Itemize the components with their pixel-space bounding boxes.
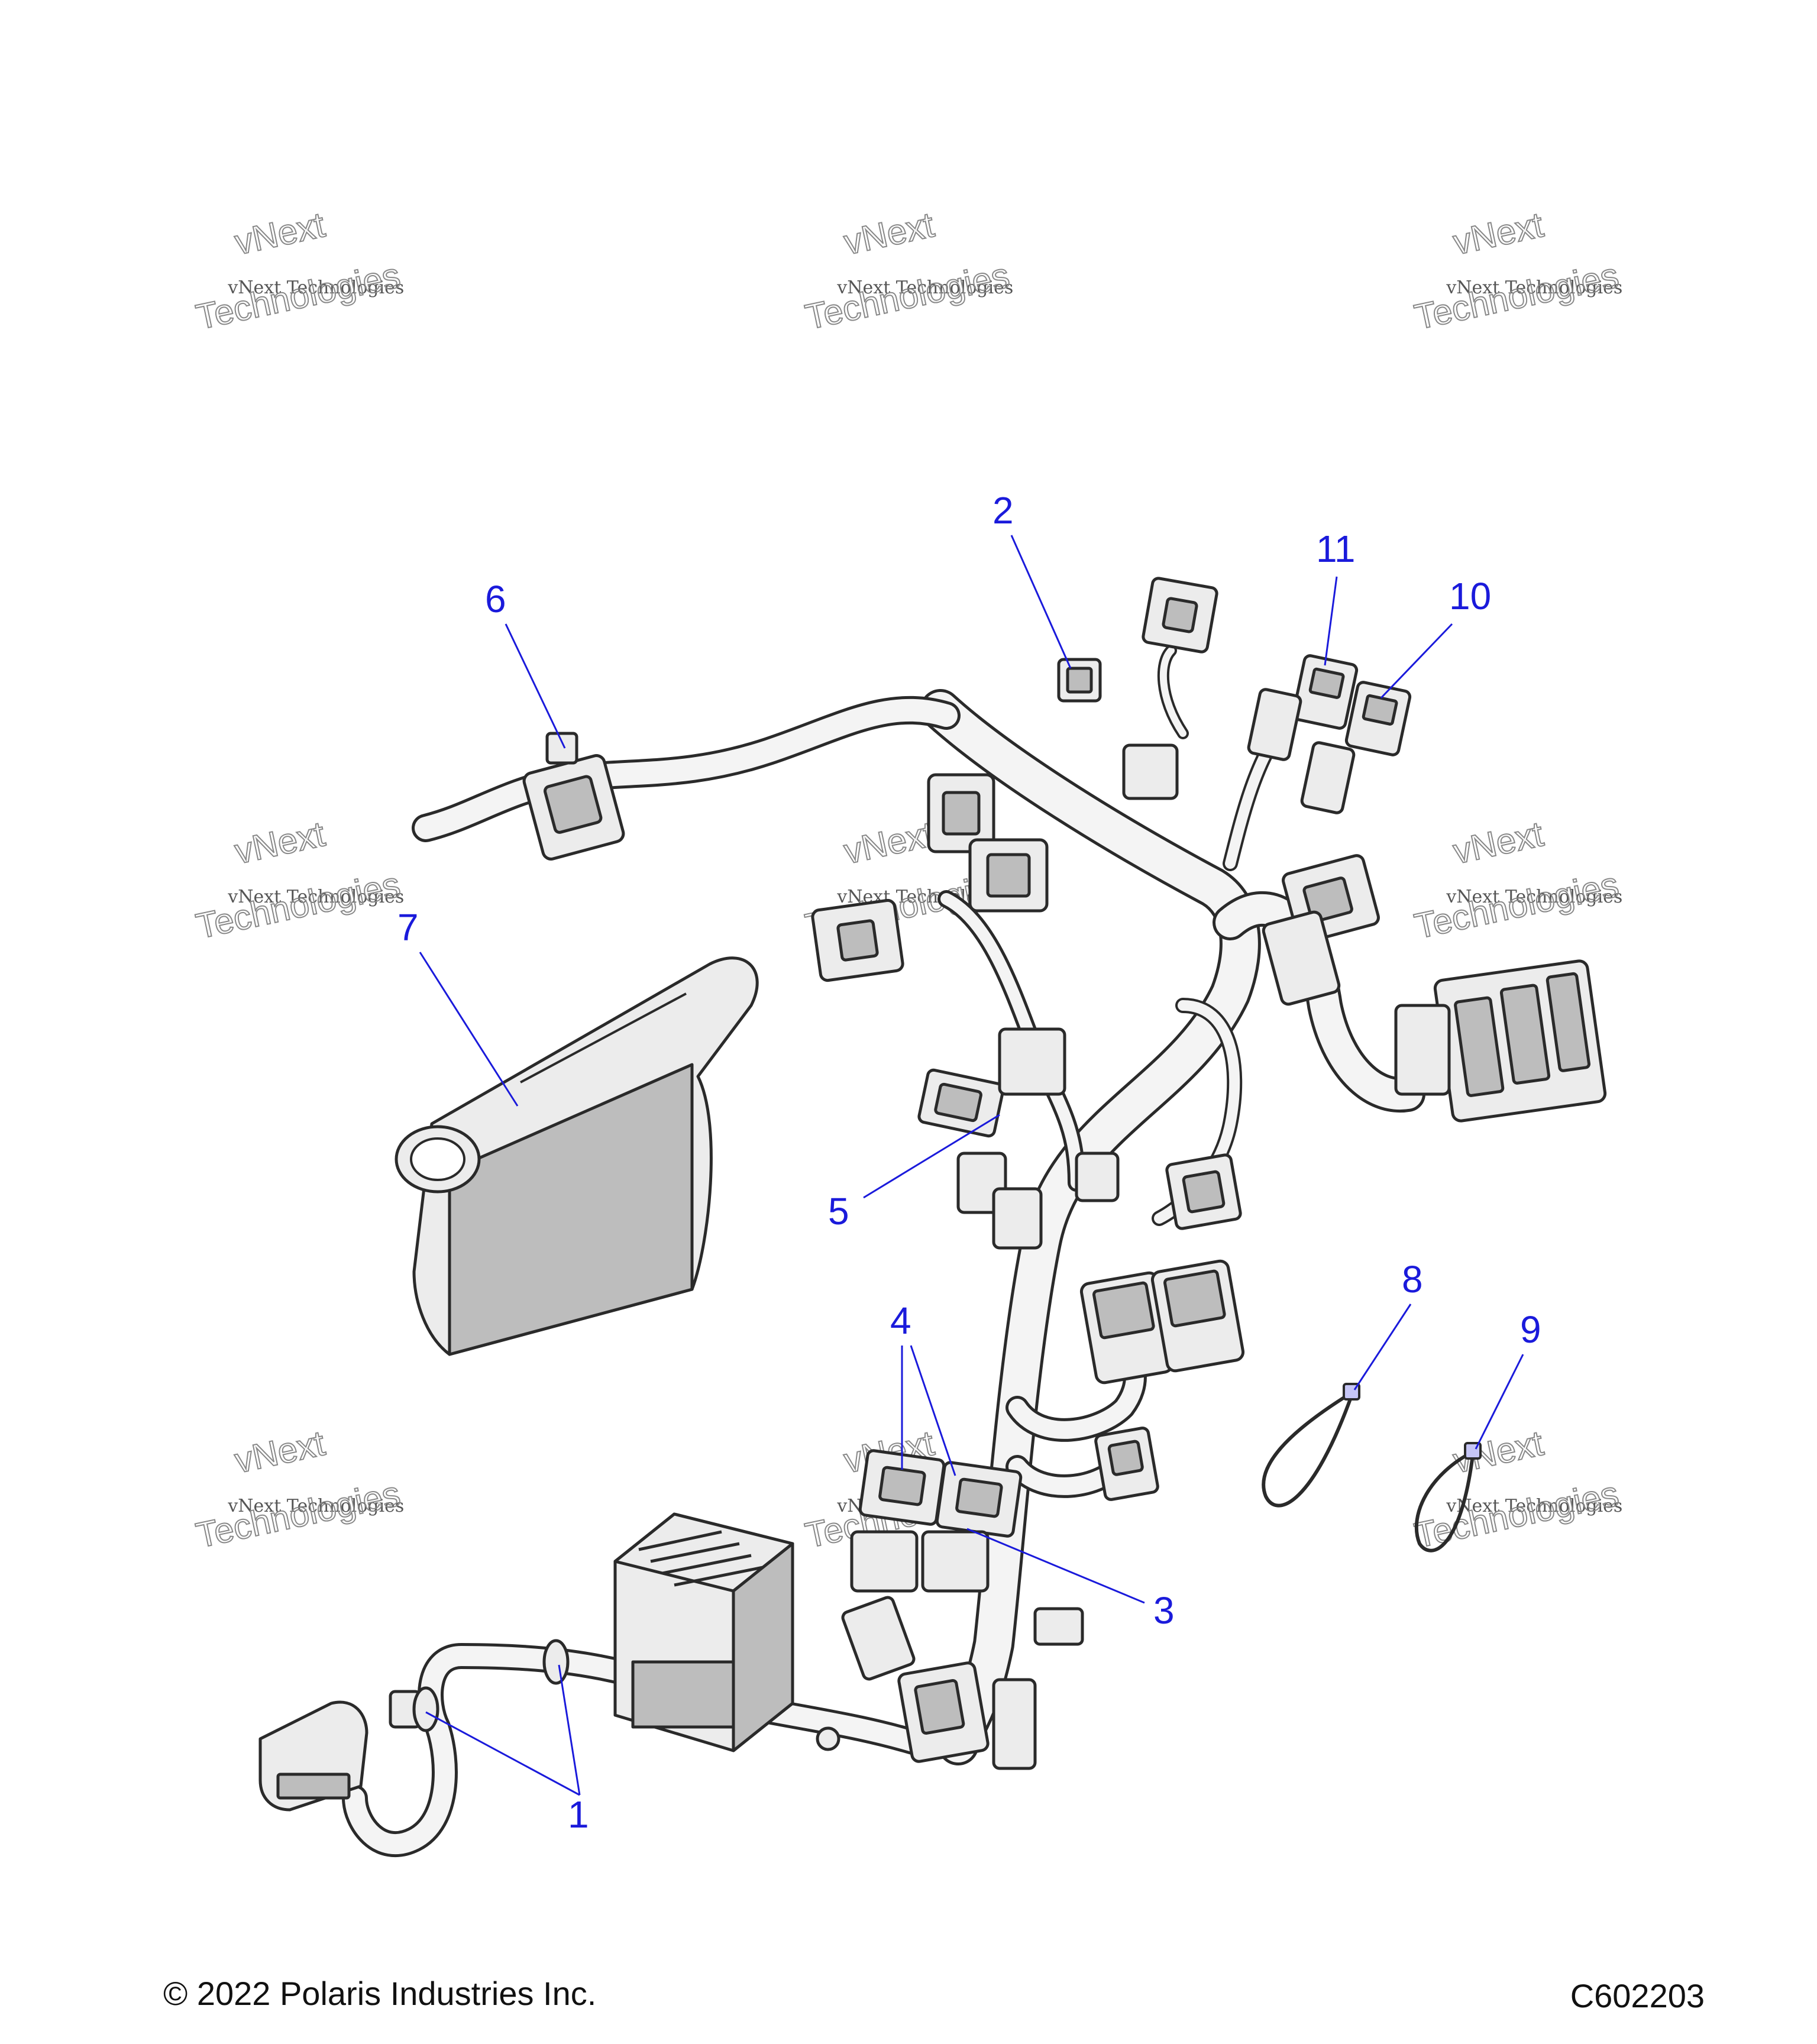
callout-11: 11 xyxy=(1316,528,1355,666)
callout-label: 8 xyxy=(1402,1258,1423,1301)
watermark-line2: vNext Technologies xyxy=(1446,1496,1622,1516)
callout-6: 6 xyxy=(485,578,566,749)
harness-upper-left-branch xyxy=(412,696,961,842)
callout-label: 6 xyxy=(485,578,506,620)
watermark-line2: vNext Technologies xyxy=(227,277,404,298)
part-11-connector xyxy=(1247,654,1359,761)
watermark-line1: vNext xyxy=(1450,205,1547,262)
part-8-cable-tie xyxy=(1262,1383,1360,1508)
callout-10: 10 xyxy=(1380,575,1491,699)
callout-label: 7 xyxy=(397,906,419,949)
watermark-line2: vNext Technologies xyxy=(227,1496,404,1516)
lower-right-connector xyxy=(1094,1427,1159,1501)
part-1-clips xyxy=(412,1639,570,1732)
watermark-line3: Technologies xyxy=(802,256,1013,337)
callout-5: 5 xyxy=(828,1114,1000,1233)
watermark-line1: vNext xyxy=(840,205,937,262)
end-connector xyxy=(258,1690,422,1812)
callout-2: 2 xyxy=(992,489,1072,669)
parts xyxy=(258,577,1607,1812)
callout-7: 7 xyxy=(397,906,519,1107)
callout-9: 9 xyxy=(1475,1308,1541,1450)
callout-label: 2 xyxy=(992,489,1014,532)
watermark: vNext vNext Technologies Technologies xyxy=(801,204,1014,338)
watermark-line2: vNext Technologies xyxy=(1446,277,1622,298)
callout-label: 10 xyxy=(1449,575,1491,617)
harness-right-branch xyxy=(1213,891,1425,1113)
callout-1: 1 xyxy=(425,1664,589,1836)
watermark-line3: Technologies xyxy=(193,865,404,946)
right-loop-connector xyxy=(1165,1153,1242,1230)
callout-label: 1 xyxy=(568,1793,589,1836)
part-3-4-connector-cluster xyxy=(841,1449,1023,1681)
top-connector xyxy=(1142,577,1218,654)
watermark-line2: vNext Technologies xyxy=(227,887,404,907)
mid-connector-cluster xyxy=(811,743,1380,1006)
watermarks: vNext vNext Technologies Technologies vN… xyxy=(192,204,1623,1556)
large-connector-pair xyxy=(1079,1259,1245,1385)
watermark-line2: vNext Technologies xyxy=(836,277,1013,298)
watermark-line3: Technologies xyxy=(1411,256,1622,337)
watermark-line1: vNext xyxy=(1450,814,1547,871)
callout-8: 8 xyxy=(1353,1258,1423,1390)
callout-label: 3 xyxy=(1153,1589,1175,1632)
copyright-notice: © 2022 Polaris Industries Inc. xyxy=(163,1975,597,2012)
watermark: vNext vNext Technologies Technologies xyxy=(192,204,405,338)
part-7-sleeve xyxy=(395,956,759,1356)
callout-label: 9 xyxy=(1520,1308,1541,1351)
watermark-line1: vNext xyxy=(840,814,937,871)
watermark-line3: Technologies xyxy=(193,256,404,337)
part-5-connector xyxy=(917,1027,1120,1250)
right-connector-cluster xyxy=(1394,959,1607,1123)
lower-connectors xyxy=(816,1607,1084,1770)
callout-label: 11 xyxy=(1316,528,1355,570)
harness-main-trunk xyxy=(920,689,1261,1765)
part-10-connector xyxy=(1300,681,1412,814)
watermark: vNext vNext Technologies Technologies xyxy=(1411,813,1623,947)
callouts: 1 2 3 4 5 6 7 8 xyxy=(397,489,1541,1836)
callout-4: 4 xyxy=(890,1299,956,1476)
watermark-line1: vNext xyxy=(231,814,328,871)
watermark-line1: vNext xyxy=(231,205,328,262)
callout-3: 3 xyxy=(966,1528,1175,1632)
watermark-line3: Technologies xyxy=(1411,865,1622,946)
harness-upper-right-branch xyxy=(1157,645,1285,871)
part-2-connector xyxy=(1057,658,1102,703)
watermark-line3: Technologies xyxy=(193,1474,404,1555)
fuse-box xyxy=(613,1512,794,1752)
watermark: vNext vNext Technologies Technologies xyxy=(192,1422,405,1556)
watermark-line1: vNext xyxy=(231,1423,328,1480)
watermark: vNext vNext Technologies Technologies xyxy=(192,813,405,947)
watermark: vNext vNext Technologies Technologies xyxy=(1411,204,1623,338)
callout-label: 5 xyxy=(828,1190,849,1233)
callout-label: 4 xyxy=(890,1299,911,1342)
part-6-connector xyxy=(522,732,625,861)
part-9-cable-tie xyxy=(1414,1442,1482,1553)
watermark-line2: vNext Technologies xyxy=(1446,887,1622,907)
figure-id: C602203 xyxy=(1570,1977,1705,2014)
